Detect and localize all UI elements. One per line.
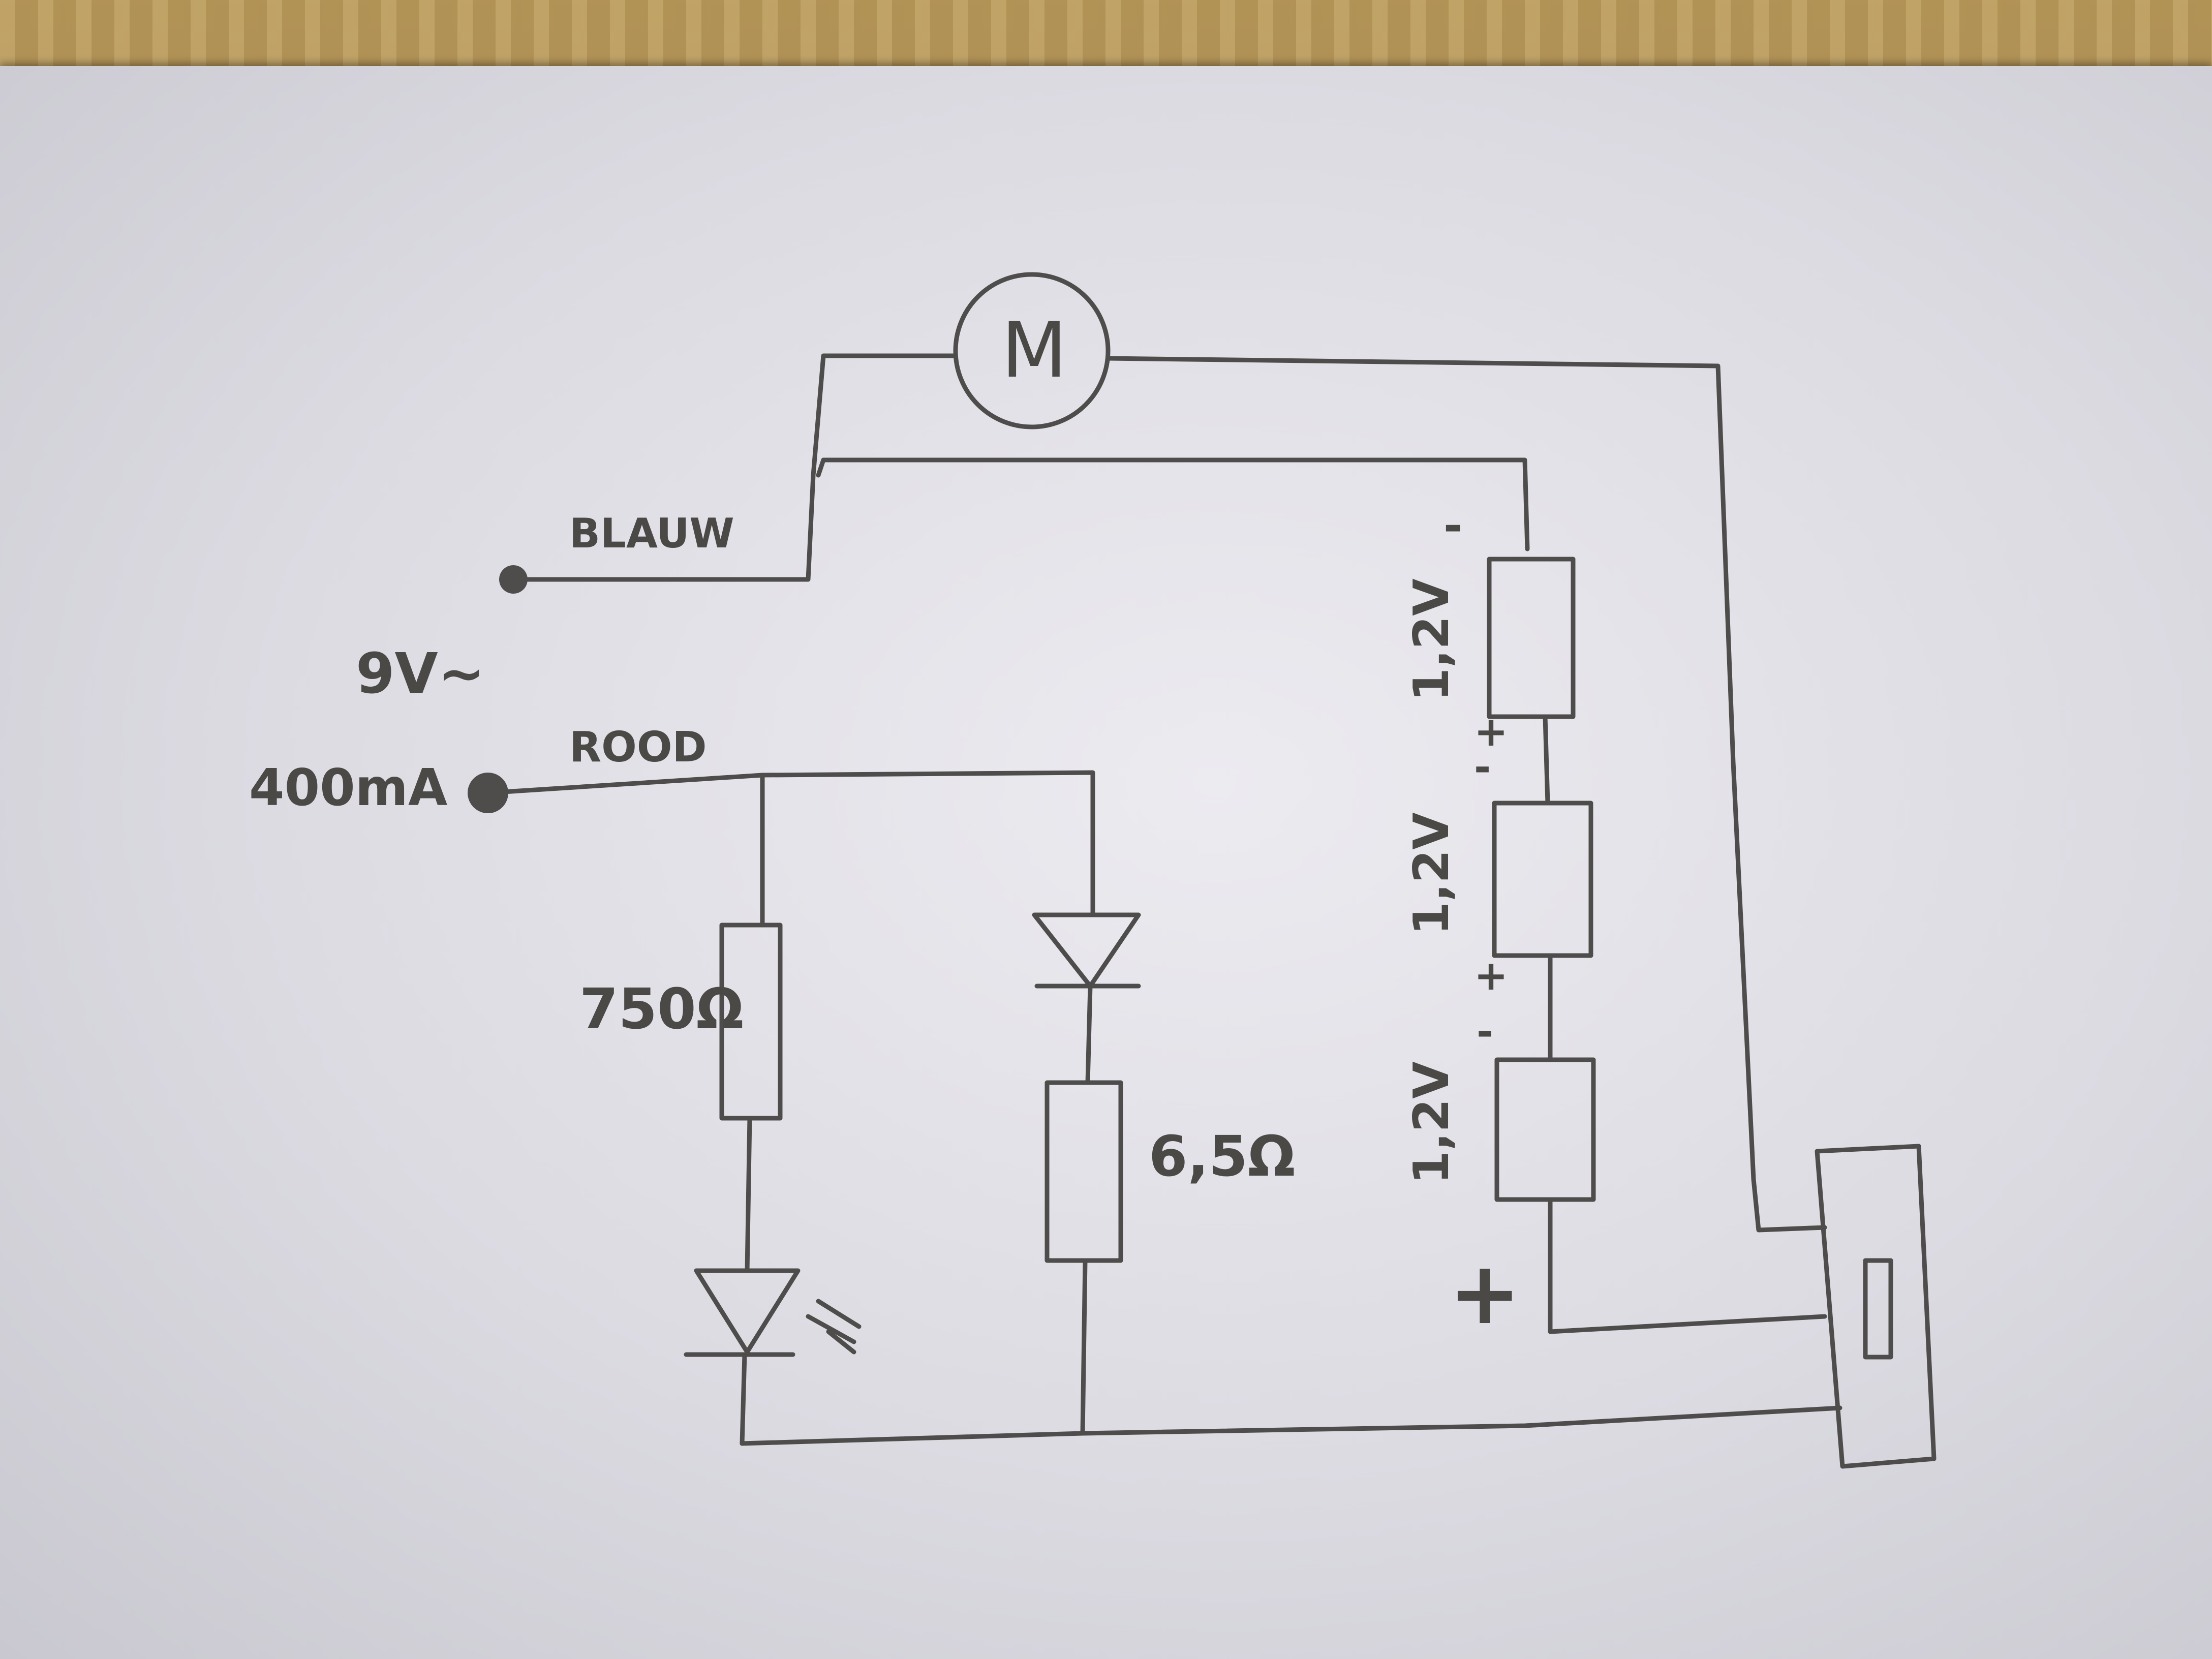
label-wire-red: ROOD xyxy=(569,723,707,772)
wire-diode-resistor xyxy=(1085,984,1093,1085)
label-battery-bottom: 1,2V xyxy=(1404,1061,1460,1184)
label-resistor-750: 750Ω xyxy=(579,976,744,1041)
resistor-6-5-ohm xyxy=(1044,1080,1123,1263)
label-polarity-plus-1: + xyxy=(1474,708,1509,755)
label-wire-blue: BLAUW xyxy=(569,510,734,557)
battery-cell-bottom xyxy=(1494,1057,1596,1202)
slide-switch-body xyxy=(1815,1144,1937,1469)
wire-resistor-led xyxy=(745,1116,752,1273)
wire-bottom-rail xyxy=(740,1405,1842,1446)
battery-cell-top xyxy=(1487,557,1576,719)
wire-blue xyxy=(511,353,958,582)
led-triangle xyxy=(694,1268,801,1355)
wire-led-bottom xyxy=(740,1352,747,1446)
wire-battery-switch xyxy=(1548,1197,1827,1334)
label-polarity-plus-2: + xyxy=(1474,952,1509,999)
label-polarity-minus-2: - xyxy=(1477,1008,1494,1055)
wire-junction-battery xyxy=(816,457,1530,551)
wire-motor-right xyxy=(1105,356,1827,1233)
motor-symbol xyxy=(953,272,1111,429)
label-battery-top: 1,2V xyxy=(1404,578,1460,701)
label-polarity-top-minus: - xyxy=(1443,499,1463,552)
label-resistor-6-5: 6,5Ω xyxy=(1149,1124,1296,1189)
slide-switch-knob xyxy=(1863,1258,1893,1360)
diode-triangle xyxy=(1032,912,1141,989)
label-supply-current: 400mA xyxy=(249,758,448,817)
label-polarity-minus-1: - xyxy=(1474,744,1491,791)
motor-icon: M xyxy=(1001,306,1067,395)
wire-red xyxy=(485,770,1095,917)
label-supply-voltage: 9V~ xyxy=(356,641,485,706)
label-battery-middle: 1,2V xyxy=(1404,812,1460,935)
led-light-rays-icon xyxy=(806,1299,862,1355)
wire-battery-1-2 xyxy=(1543,714,1550,806)
battery-cell-middle xyxy=(1492,801,1593,958)
wire-resistor-bottom xyxy=(1080,1258,1088,1436)
label-battery-plus: + xyxy=(1449,1243,1521,1344)
